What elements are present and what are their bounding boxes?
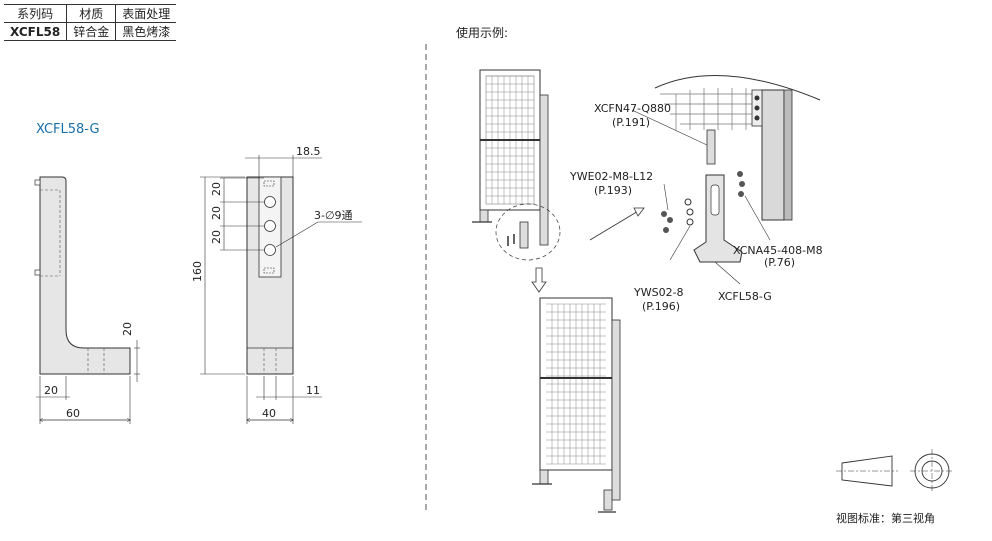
front-view: 18.5 20 20 20 3-∅9通 160 11 40	[191, 145, 362, 424]
cell-surface: 黑色烤漆	[115, 22, 177, 41]
post-detail	[631, 75, 821, 285]
dim-slot: 11	[306, 384, 320, 397]
spec-table-row: XCFL58 锌合金 黑色烤漆	[4, 22, 177, 41]
part-page-ywe02: (P.193)	[594, 184, 632, 197]
part-label-ywe02: YWE02-M8-L12	[569, 170, 653, 183]
part-label-yws02: YWS02-8	[633, 286, 684, 299]
dim-height: 160	[191, 261, 204, 282]
dim-pitch-2: 20	[210, 206, 223, 220]
dim-pitch-1: 20	[210, 182, 223, 196]
side-view: 20 20 60	[34, 176, 140, 424]
view-standard-label: 视图标准：第三视角	[836, 512, 935, 525]
dim-base-width: 60	[66, 407, 80, 420]
dim-holes: 3-∅9通	[314, 209, 353, 222]
cell-material: 锌合金	[66, 22, 117, 41]
spec-table: 系列码 材质 表面处理 XCFL58 锌合金 黑色烤漆	[4, 4, 177, 41]
part-label-xcna45: XCNA45-408-M8	[733, 244, 823, 257]
part-page-xcna45: (P.76)	[764, 256, 795, 269]
fence-panel-top	[472, 69, 645, 293]
cell-series: XCFL58	[4, 22, 68, 41]
dim-base-depth: 40	[262, 407, 276, 420]
header-series: 系列码	[4, 4, 67, 23]
header-surface: 表面处理	[115, 4, 177, 23]
part-label-xcfl58: XCFL58-G	[718, 290, 772, 303]
dim-width-top: 18.5	[296, 145, 321, 158]
part-page-xcfn47: (P.191)	[612, 116, 650, 129]
model-tag: XCFL58-G	[36, 122, 100, 137]
part-label-xcfn47: XCFN47-Q880	[594, 102, 671, 115]
spec-table-header: 系列码 材质 表面处理	[4, 4, 177, 23]
usage-title: 使用示例:	[456, 26, 509, 40]
dim-base-left: 20	[44, 384, 58, 397]
dim-foot-height: 20	[121, 322, 134, 336]
fence-panel-bottom	[532, 297, 621, 513]
third-angle-symbol	[836, 449, 954, 493]
part-page-yws02: (P.196)	[642, 300, 680, 313]
dim-pitch-3: 20	[210, 230, 223, 244]
